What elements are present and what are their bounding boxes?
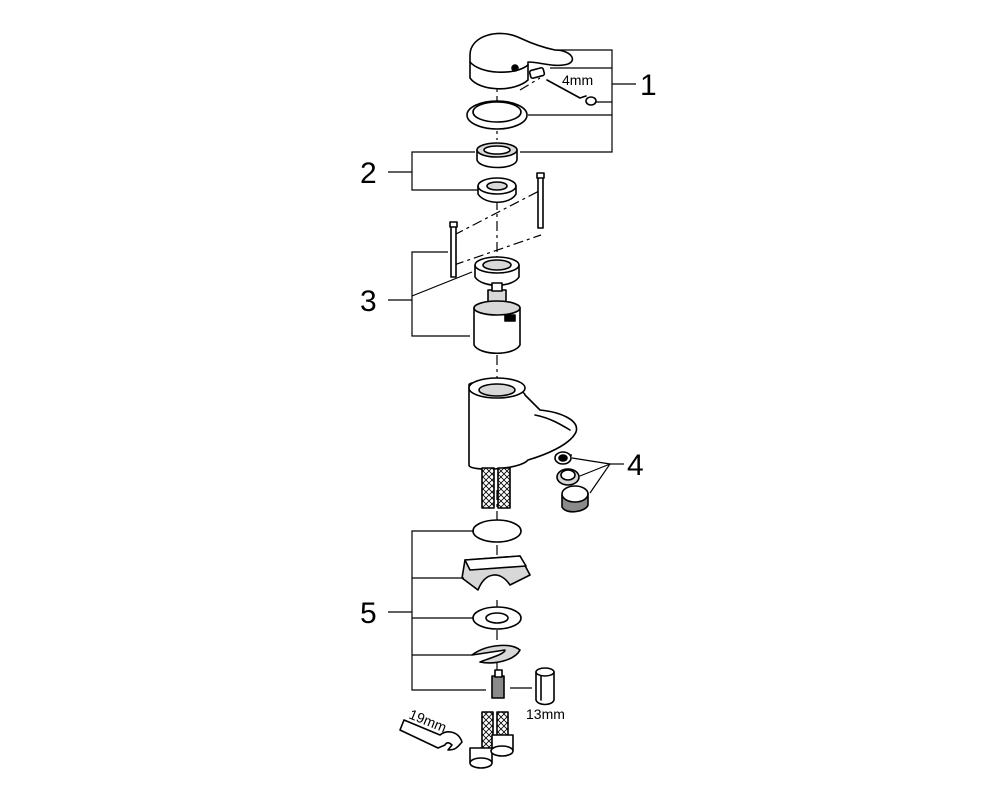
- aerator-washer: [554, 451, 572, 465]
- stabilizer-plate: [461, 555, 531, 591]
- hex-key-size-label: 4mm: [562, 72, 593, 88]
- leader-lines-1: [520, 49, 636, 153]
- assembly-axis: [453, 75, 575, 675]
- stop-sleeve: [476, 142, 518, 169]
- cartridge-nut: [474, 256, 520, 287]
- lever-handle: [469, 32, 574, 90]
- handle-screw: [528, 66, 546, 80]
- fixing-clip: [471, 644, 521, 664]
- adapter-ring: [477, 177, 517, 204]
- leader-lines-2: [388, 151, 478, 191]
- flex-hose-pair: [469, 711, 514, 769]
- fixing-nut: [491, 669, 505, 699]
- leader-lines-5: [388, 530, 532, 691]
- callout-number-1: 1: [640, 69, 657, 102]
- callout-number-3: 3: [360, 285, 377, 318]
- aerator-insert: [556, 468, 580, 486]
- callout-number-5: 5: [360, 597, 377, 630]
- leader-lines-4: [571, 457, 624, 494]
- socket-wrench-icon: [535, 667, 555, 706]
- cover-ring: [466, 100, 528, 130]
- fixing-bolt-right: [536, 172, 545, 229]
- mixer-body: [468, 377, 578, 470]
- fixing-bolt-left: [449, 221, 458, 278]
- socket-wrench-size-label: 13mm: [526, 706, 565, 722]
- hex-key-icon: [546, 79, 587, 99]
- callout-number-2: 2: [360, 157, 377, 190]
- aerator-housing: [561, 485, 589, 513]
- mixing-cartridge: [473, 282, 521, 355]
- base-washer: [472, 606, 522, 630]
- spanner-wrench-icon: [399, 719, 463, 751]
- callout-number-4: 4: [627, 449, 644, 482]
- supply-hose-left: [481, 467, 495, 509]
- supply-hose-right: [497, 467, 511, 509]
- leader-lines-3: [388, 251, 473, 337]
- handle-cap: [585, 96, 597, 106]
- base-o-ring: [472, 519, 522, 543]
